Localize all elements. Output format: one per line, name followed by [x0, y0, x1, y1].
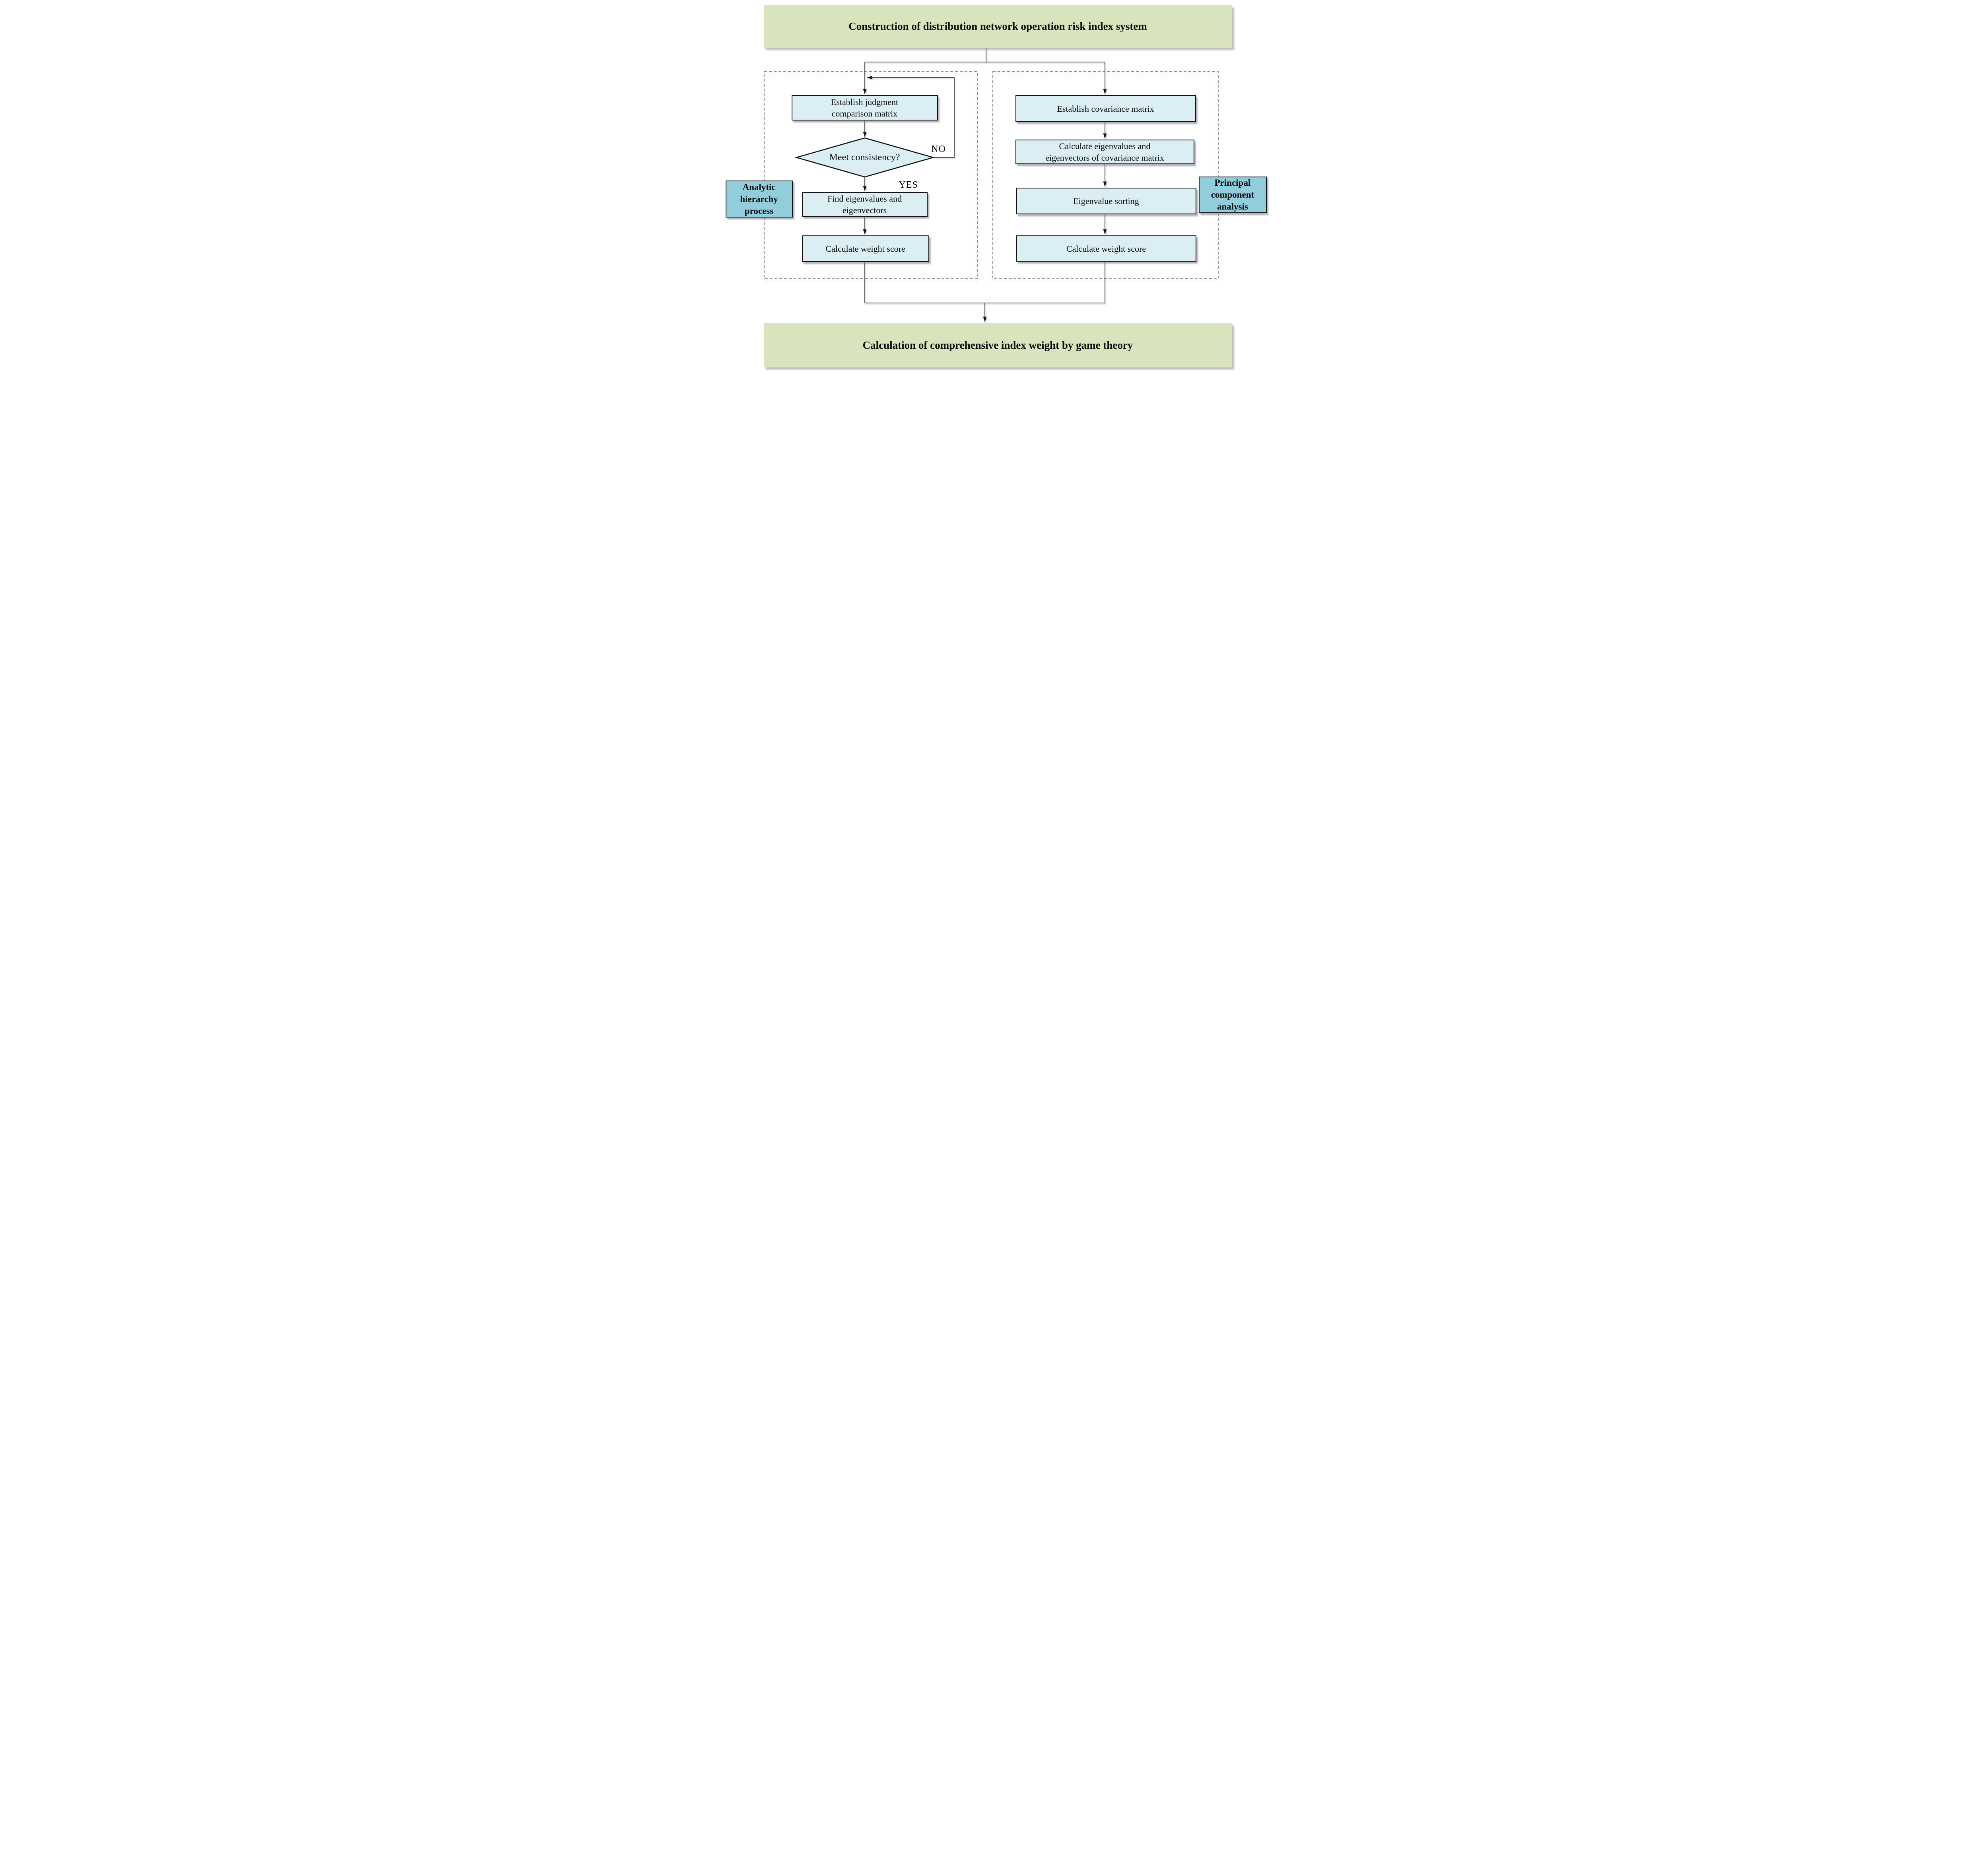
side-label-text: Principal component analysis — [1211, 178, 1254, 212]
bottom-banner-label: Calculation of comprehensive index weigh… — [862, 339, 1133, 351]
edge-label-text: YES — [899, 180, 918, 190]
side-label-text: Analytic hierarchy process — [740, 182, 778, 216]
node-calculate-weight-score-left: Calculate weight score — [802, 235, 929, 262]
flow-connectors — [763, 48, 1219, 322]
node-find-eigenvalues: Find eigenvalues and eigenvectors — [802, 192, 928, 217]
node-label: Find eigenvalues and eigenvectors — [827, 194, 902, 215]
node-establish-covariance-matrix: Establish covariance matrix — [1015, 95, 1196, 122]
edge-label-no: NO — [927, 144, 951, 155]
side-label-principal-component-analysis: Principal component analysis — [1198, 177, 1267, 213]
node-label: Establish covariance matrix — [1057, 103, 1154, 114]
node-eigenvalue-sorting: Eigenvalue sorting — [1016, 188, 1196, 214]
node-label: Eigenvalue sorting — [1073, 196, 1139, 206]
bottom-banner: Calculation of comprehensive index weigh… — [763, 323, 1232, 367]
top-banner: Construction of distribution network ope… — [763, 5, 1232, 48]
node-label: Calculate weight score — [825, 244, 905, 254]
dashed-frame-analytic-hierarchy — [763, 71, 978, 279]
node-calculate-weight-score-right: Calculate weight score — [1016, 235, 1196, 262]
decision-meet-consistency: Meet consistency? — [796, 140, 933, 175]
edge-label-text: NO — [931, 144, 946, 154]
side-label-analytic-hierarchy-process: Analytic hierarchy process — [725, 181, 793, 218]
node-eigen-of-covariance: Calculate eigenvalues and eigenvectors o… — [1015, 140, 1194, 164]
node-establish-judgment-matrix: Establish judgment comparison matrix — [791, 95, 938, 120]
node-label: Calculate weight score — [1066, 243, 1146, 254]
top-banner-label: Construction of distribution network ope… — [848, 20, 1147, 32]
flowchart-canvas: Construction of distribution network ope… — [719, 0, 1269, 370]
edge-no-loop — [867, 76, 955, 158]
edge-label-yes: YES — [899, 180, 927, 190]
node-label: Establish judgment comparison matrix — [831, 97, 899, 118]
node-label: Calculate eigenvalues and eigenvectors o… — [1045, 141, 1164, 163]
decision-diamond-shape — [794, 137, 935, 178]
dashed-frame-principal-component — [992, 71, 1219, 279]
decision-label: Meet consistency? — [829, 152, 900, 163]
